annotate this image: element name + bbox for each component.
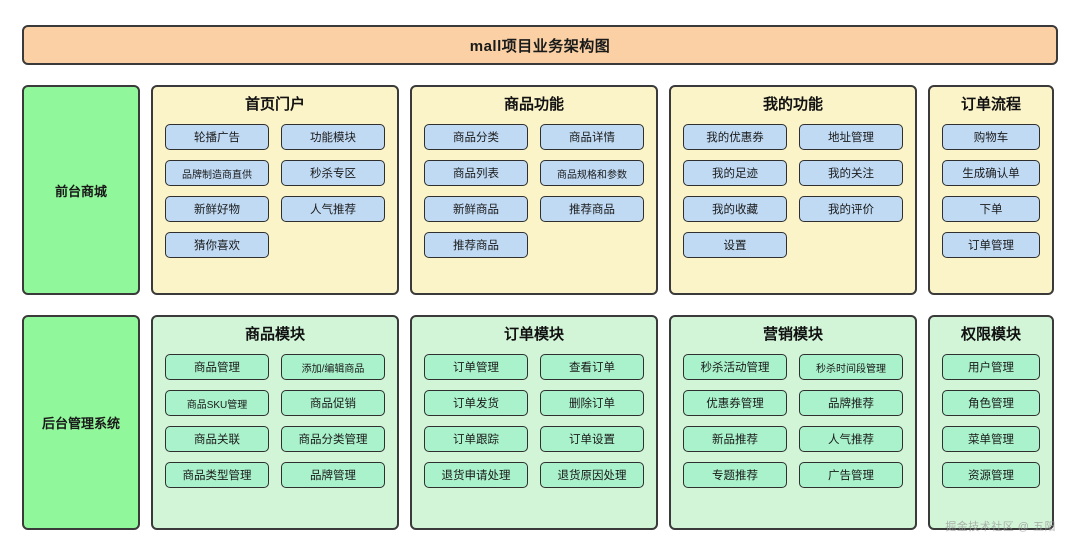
module-item[interactable]: 地址管理 <box>799 124 903 150</box>
row-side-label: 后台管理系统 <box>22 315 140 530</box>
module-item[interactable]: 我的评价 <box>799 196 903 222</box>
module-item[interactable]: 人气推荐 <box>281 196 385 222</box>
module-group: 权限模块用户管理角色管理菜单管理资源管理 <box>928 315 1054 530</box>
module-item[interactable]: 新品推荐 <box>683 426 787 452</box>
module-item[interactable]: 用户管理 <box>942 354 1040 380</box>
module-item[interactable]: 功能模块 <box>281 124 385 150</box>
module-item-list: 商品管理添加/编辑商品商品SKU管理商品促销商品关联商品分类管理商品类型管理品牌… <box>165 354 385 488</box>
module-item-list: 我的优惠券地址管理我的足迹我的关注我的收藏我的评价设置 <box>683 124 903 258</box>
module-item[interactable]: 商品列表 <box>424 160 528 186</box>
module-item[interactable]: 专题推荐 <box>683 462 787 488</box>
module-item[interactable]: 删除订单 <box>540 390 644 416</box>
module-item[interactable]: 秒杀专区 <box>281 160 385 186</box>
module-item[interactable]: 退货原因处理 <box>540 462 644 488</box>
module-item[interactable]: 订单设置 <box>540 426 644 452</box>
module-group-title: 我的功能 <box>762 96 823 113</box>
module-item[interactable]: 品牌管理 <box>281 462 385 488</box>
module-item-list: 秒杀活动管理秒杀时间段管理优惠券管理品牌推荐新品推荐人气推荐专题推荐广告管理 <box>683 354 903 488</box>
module-group-title: 订单模块 <box>503 326 564 343</box>
module-item[interactable]: 猜你喜欢 <box>165 232 269 258</box>
module-group: 我的功能我的优惠券地址管理我的足迹我的关注我的收藏我的评价设置 <box>669 85 917 295</box>
module-item[interactable]: 秒杀时间段管理 <box>799 354 903 380</box>
module-item[interactable]: 订单跟踪 <box>424 426 528 452</box>
module-item[interactable]: 推荐商品 <box>424 232 528 258</box>
module-item[interactable]: 广告管理 <box>799 462 903 488</box>
module-item-list: 商品分类商品详情商品列表商品规格和参数新鲜商品推荐商品推荐商品 <box>424 124 644 258</box>
module-item[interactable]: 轮播广告 <box>165 124 269 150</box>
diagram-rows: 前台商城首页门户轮播广告功能模块品牌制造商直供秒杀专区新鲜好物人气推荐猜你喜欢商… <box>22 85 1058 530</box>
module-group-title: 商品功能 <box>503 96 564 113</box>
module-item[interactable]: 订单管理 <box>942 232 1040 258</box>
module-item[interactable]: 生成确认单 <box>942 160 1040 186</box>
module-item[interactable]: 订单发货 <box>424 390 528 416</box>
module-item[interactable]: 角色管理 <box>942 390 1040 416</box>
module-item-list: 轮播广告功能模块品牌制造商直供秒杀专区新鲜好物人气推荐猜你喜欢 <box>165 124 385 258</box>
module-item[interactable]: 品牌推荐 <box>799 390 903 416</box>
module-item[interactable]: 我的关注 <box>799 160 903 186</box>
module-item[interactable]: 秒杀活动管理 <box>683 354 787 380</box>
page-title: mall项目业务架构图 <box>469 37 611 55</box>
module-group-title: 权限模块 <box>960 326 1021 343</box>
module-item[interactable]: 商品详情 <box>540 124 644 150</box>
module-item[interactable]: 菜单管理 <box>942 426 1040 452</box>
module-group-title: 订单流程 <box>960 96 1021 113</box>
module-item[interactable]: 品牌制造商直供 <box>165 160 269 186</box>
module-item[interactable]: 推荐商品 <box>540 196 644 222</box>
module-item[interactable]: 查看订单 <box>540 354 644 380</box>
module-item[interactable]: 商品类型管理 <box>165 462 269 488</box>
module-item[interactable]: 购物车 <box>942 124 1040 150</box>
module-item[interactable]: 我的优惠券 <box>683 124 787 150</box>
module-group: 订单流程购物车生成确认单下单订单管理 <box>928 85 1054 295</box>
diagram-row: 前台商城首页门户轮播广告功能模块品牌制造商直供秒杀专区新鲜好物人气推荐猜你喜欢商… <box>22 85 1058 295</box>
module-item[interactable]: 商品管理 <box>165 354 269 380</box>
module-item-list: 购物车生成确认单下单订单管理 <box>942 124 1040 258</box>
module-item[interactable]: 我的收藏 <box>683 196 787 222</box>
watermark: 掘金技术社区 @ 五阳 <box>945 521 1056 533</box>
module-group-title: 营销模块 <box>762 326 823 343</box>
module-item[interactable]: 资源管理 <box>942 462 1040 488</box>
module-group: 商品模块商品管理添加/编辑商品商品SKU管理商品促销商品关联商品分类管理商品类型… <box>151 315 399 530</box>
module-item[interactable]: 商品SKU管理 <box>165 390 269 416</box>
module-item[interactable]: 商品促销 <box>281 390 385 416</box>
module-item[interactable]: 下单 <box>942 196 1040 222</box>
module-item[interactable]: 新鲜好物 <box>165 196 269 222</box>
module-item[interactable]: 添加/编辑商品 <box>281 354 385 380</box>
module-item[interactable]: 商品分类管理 <box>281 426 385 452</box>
module-item[interactable]: 商品关联 <box>165 426 269 452</box>
module-item-list: 用户管理角色管理菜单管理资源管理 <box>942 354 1040 488</box>
diagram-title-bar: mall项目业务架构图 <box>22 25 1058 65</box>
module-group: 首页门户轮播广告功能模块品牌制造商直供秒杀专区新鲜好物人气推荐猜你喜欢 <box>151 85 399 295</box>
diagram-row: 后台管理系统商品模块商品管理添加/编辑商品商品SKU管理商品促销商品关联商品分类… <box>22 315 1058 530</box>
module-item[interactable]: 人气推荐 <box>799 426 903 452</box>
module-item[interactable]: 商品规格和参数 <box>540 160 644 186</box>
module-group: 商品功能商品分类商品详情商品列表商品规格和参数新鲜商品推荐商品推荐商品 <box>410 85 658 295</box>
row-side-label: 前台商城 <box>22 85 140 295</box>
module-item-list: 订单管理查看订单订单发货删除订单订单跟踪订单设置退货申请处理退货原因处理 <box>424 354 644 488</box>
module-item[interactable]: 优惠券管理 <box>683 390 787 416</box>
module-item[interactable]: 新鲜商品 <box>424 196 528 222</box>
module-item[interactable]: 退货申请处理 <box>424 462 528 488</box>
module-group: 营销模块秒杀活动管理秒杀时间段管理优惠券管理品牌推荐新品推荐人气推荐专题推荐广告… <box>669 315 917 530</box>
module-item[interactable]: 我的足迹 <box>683 160 787 186</box>
module-group: 订单模块订单管理查看订单订单发货删除订单订单跟踪订单设置退货申请处理退货原因处理 <box>410 315 658 530</box>
module-group-title: 首页门户 <box>244 96 305 113</box>
module-group-title: 商品模块 <box>244 326 305 343</box>
module-item[interactable]: 商品分类 <box>424 124 528 150</box>
module-item[interactable]: 设置 <box>683 232 787 258</box>
module-item[interactable]: 订单管理 <box>424 354 528 380</box>
